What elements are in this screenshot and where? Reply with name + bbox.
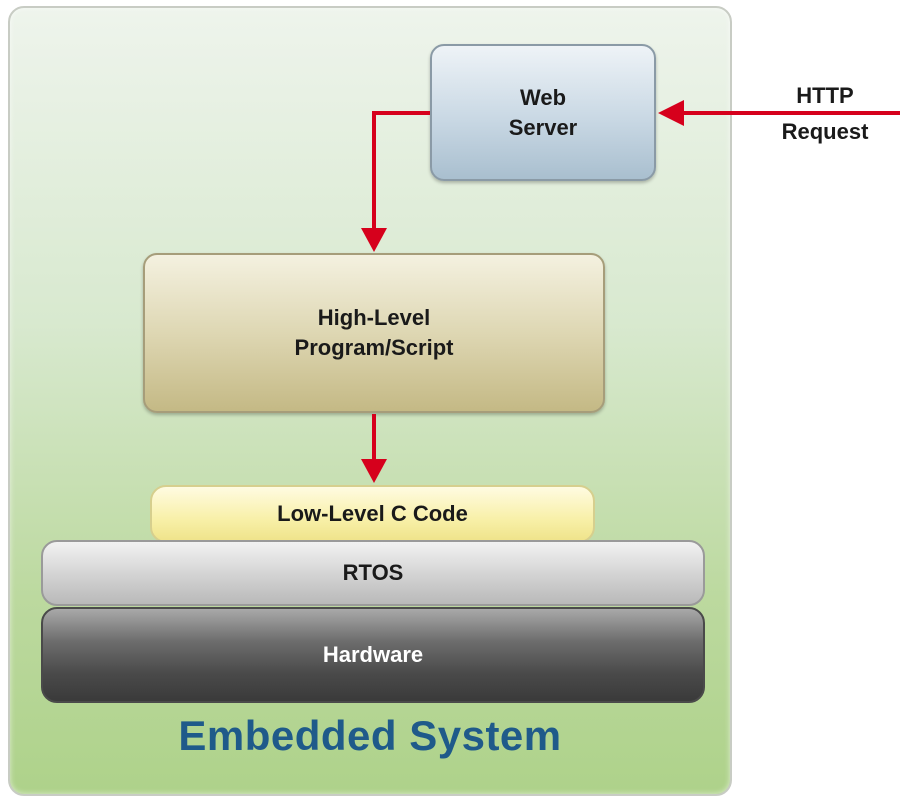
- http-request-label-line2: Request: [781, 119, 869, 144]
- http-request-label: HTTP Request: [760, 78, 890, 150]
- low-level-label: Low-Level C Code: [277, 501, 468, 526]
- diagram-title: Embedded System: [178, 712, 562, 759]
- low-level-c-code-box: Low-Level C Code: [150, 485, 595, 543]
- hardware-label: Hardware: [322, 642, 424, 667]
- high-level-label-line1: High-Level: [317, 305, 431, 330]
- http-request-label-line1: HTTP: [796, 83, 854, 108]
- web-server-label-line1: Web: [519, 84, 567, 110]
- hardware-box: Hardware: [41, 607, 705, 703]
- web-server-box: Web Server: [430, 44, 656, 181]
- rtos-label: RTOS: [342, 560, 404, 585]
- high-level-label-line2: Program/Script: [294, 335, 454, 360]
- rtos-box: RTOS: [41, 540, 705, 606]
- high-level-program-box: High-Level Program/Script: [143, 253, 605, 413]
- web-server-label-line2: Server: [508, 114, 578, 140]
